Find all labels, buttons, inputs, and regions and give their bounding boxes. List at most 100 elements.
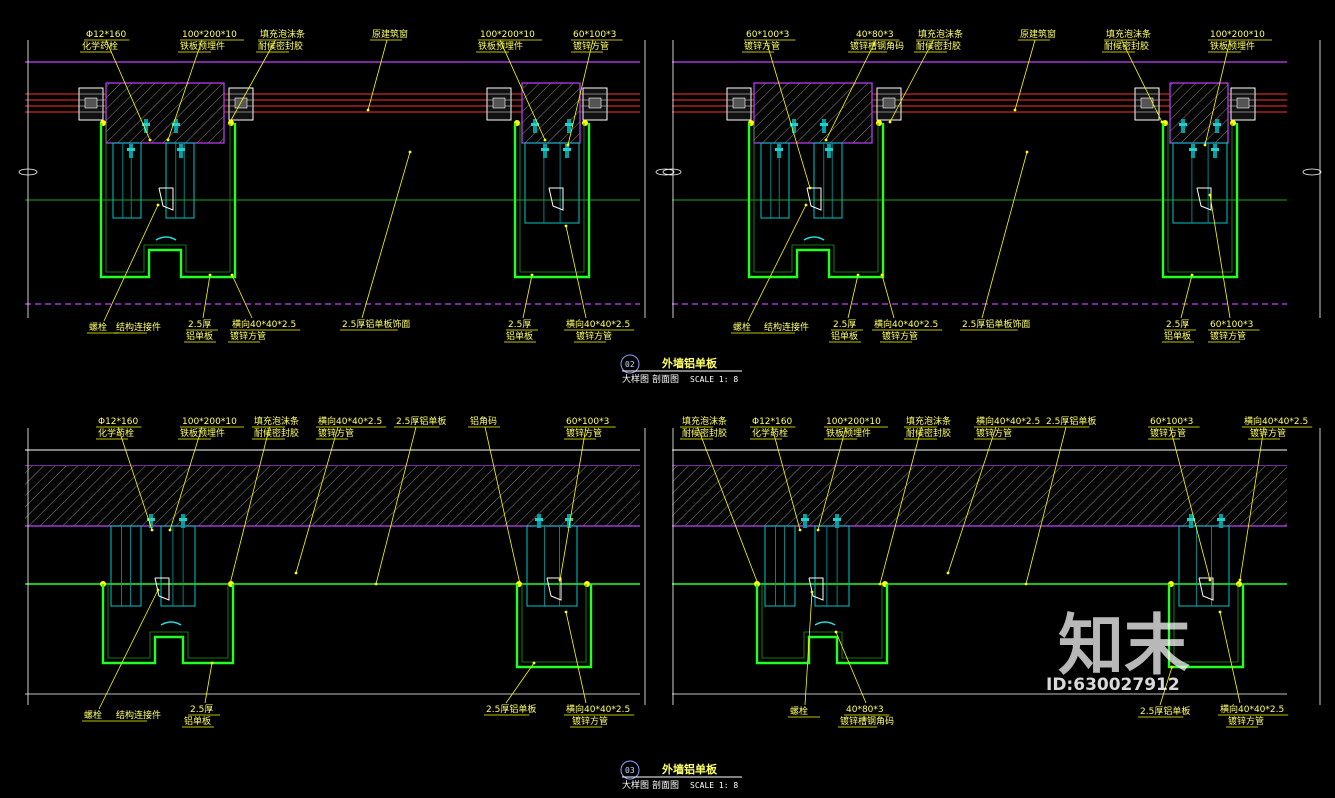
leader-tip [366,108,370,112]
callout-label: 横向40*40*2.5 [232,318,296,330]
leader-tip [518,582,522,586]
leader-tip [816,528,820,532]
leader-tip [374,582,378,586]
leader-tip [558,578,562,582]
title-number: 02 [625,360,635,369]
callout-label: 铝单板 [1164,330,1191,342]
frame-core [588,97,602,109]
callout-label: 2.5厚铝单板饰面 [962,318,1030,330]
callout-label: 横向40*40*2.5 [566,318,630,330]
title-scale: SCALE 1: 8 [690,375,738,384]
leader-tip [532,661,536,665]
bolt-head [820,123,828,126]
concrete-slab-section [25,466,640,526]
callout-label: 耐候密封胶 [682,427,727,439]
leader-line [747,204,807,322]
callout-label: 2.5厚 [188,319,211,330]
callout-label: 化学药栓 [752,427,788,439]
galvanized-steel-tube [1172,142,1228,224]
leader-tip [834,630,838,634]
galvanized-steel-tube [764,525,796,607]
bolt-head [833,518,841,521]
corner-bracket [1198,577,1214,601]
connector-detail [814,621,836,626]
bolt-head [541,148,549,151]
sealant-joint [876,120,882,126]
callout-label: 镀锌方管 [744,40,780,52]
aluminum-panel-profile [1161,123,1239,279]
callout-label: 填充泡沫条 [1106,28,1151,40]
axis-marker [655,168,675,176]
callout-label: 横向40*40*2.5 [976,415,1040,427]
leader-line [1159,666,1173,706]
leader-tip [1025,150,1029,154]
callout-label: 填充泡沫条 [918,28,963,40]
leader-tip [1190,273,1194,277]
concrete-slab-section [672,466,1287,526]
callout-label: 填充泡沫条 [682,415,727,427]
leader-line [484,426,521,585]
callout-label: Φ12*160 [86,30,126,40]
leader-tip [880,273,884,277]
leader-line [771,426,801,531]
callout-label: 60*100*3 [1150,417,1193,427]
callout-label: 100*200*10 [182,30,237,40]
leader-tip [1013,108,1017,112]
connector-detail [155,236,177,241]
watermark-brand: 知末 [1058,607,1190,684]
aluminum-panel-profile [747,123,885,279]
leader-line [361,151,411,319]
callout-label: 100*200*10 [480,30,535,40]
callout-label: 100*200*10 [826,417,881,427]
leader-line [1121,39,1163,123]
callout-label: 60*100*3 [746,30,789,40]
leader-line [1209,194,1231,319]
callout-label: 结构连接件 [764,321,809,333]
bolt-head [565,123,573,126]
bolt-head [535,518,543,521]
callout-label: 耐候密封胶 [1104,40,1149,52]
callout-label: 铁板预埋件 [180,427,225,439]
leader-tip [888,120,892,124]
leader-tip [543,138,547,142]
callout-label: 镀锌方管 [566,427,602,439]
callout-label: 耐候密封胶 [254,427,299,439]
connector-detail [803,236,825,241]
title-number: 03 [625,766,635,775]
callout-label: 铝单板 [831,330,858,342]
axis-marker [18,168,38,176]
leader-tip [808,186,812,190]
leader-tip [530,273,534,277]
leader-line [1025,426,1067,585]
corner-bracket [1196,187,1212,211]
aluminum-panel-inner [1167,123,1233,273]
bolt-head [775,148,783,151]
aluminum-panel-inner [753,123,879,273]
callout-label: 60*100*3 [566,417,609,427]
bolt-head [1217,518,1225,521]
callout-label: 镀锌方管 [572,715,608,727]
callout-label: 100*200*10 [1210,30,1265,40]
aluminum-panel-profile [513,123,591,279]
leader-line [881,274,895,319]
callout-label: 铝单板 [506,330,533,342]
leader-line [804,591,813,706]
leader-line [103,204,159,322]
frame-core [492,97,506,109]
callout-label: 镀锌方管 [1250,427,1286,439]
title-sub-a: 大样图 [622,373,649,385]
leader-tip [150,528,154,532]
leader-line [835,631,867,704]
leader-line [765,39,811,189]
leader-tip [1208,578,1212,582]
callout-label: 耐候密封胶 [906,427,951,439]
callout-label: 结构连接件 [116,321,161,333]
galvanized-steel-tube [160,525,196,607]
bolt-head [179,518,187,521]
corner-bracket [158,187,174,211]
bolt-head [1187,518,1195,521]
corner-bracket [806,187,822,211]
sealant-joint [1230,120,1236,126]
